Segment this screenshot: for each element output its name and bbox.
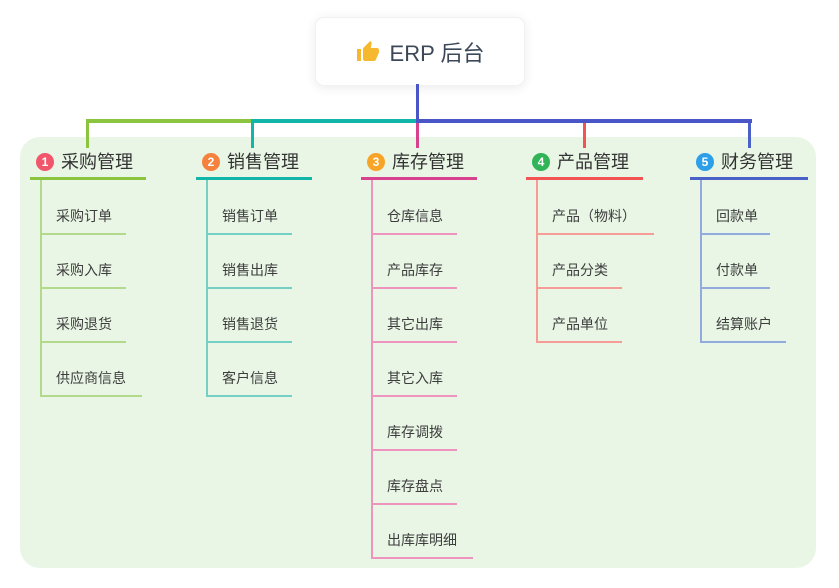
child-underline <box>700 341 786 343</box>
child-underline <box>371 395 457 397</box>
child-node-label[interactable]: 付款单 <box>716 262 758 278</box>
child-underline <box>700 287 770 289</box>
branch-drop-connector <box>251 119 254 148</box>
branch-drop-connector <box>416 119 419 148</box>
child-underline <box>206 341 292 343</box>
child-underline <box>371 449 457 451</box>
branch-title-underline <box>196 177 312 180</box>
branch-drop-connector <box>748 119 751 148</box>
child-underline <box>206 233 292 235</box>
child-node-label[interactable]: 仓库信息 <box>387 208 443 224</box>
child-underline <box>536 233 654 235</box>
child-underline <box>371 341 457 343</box>
child-underline <box>536 287 622 289</box>
child-underline <box>206 287 292 289</box>
child-underline <box>371 287 457 289</box>
branch-children-connector <box>700 180 702 343</box>
branch-number-badge: 3 <box>367 153 385 171</box>
child-node-label[interactable]: 销售订单 <box>222 208 278 224</box>
root-node[interactable]: ERP 后台 <box>315 17 525 86</box>
child-node-label[interactable]: 采购订单 <box>56 208 112 224</box>
bus-connector-segment <box>86 119 255 123</box>
thumbs-up-icon <box>356 40 380 64</box>
branch-title-underline <box>361 177 477 180</box>
child-node-label[interactable]: 库存盘点 <box>387 478 443 494</box>
child-node-label[interactable]: 其它入库 <box>387 370 443 386</box>
branch-drop-connector <box>583 119 586 148</box>
branch-title[interactable]: 采购管理 <box>61 152 133 172</box>
child-node-label[interactable]: 产品库存 <box>387 262 443 278</box>
branch-children-connector <box>536 180 538 343</box>
branch-drop-connector <box>86 119 89 148</box>
branch-number-badge: 2 <box>202 153 220 171</box>
child-underline <box>700 233 770 235</box>
child-node-label[interactable]: 结算账户 <box>716 316 772 332</box>
root-trunk-connector <box>416 84 419 123</box>
child-node-label[interactable]: 出库库明细 <box>387 532 457 548</box>
child-underline <box>371 557 473 559</box>
child-node-label[interactable]: 采购退货 <box>56 316 112 332</box>
child-node-label[interactable]: 销售退货 <box>222 316 278 332</box>
branch-title-underline <box>690 177 808 180</box>
bus-connector-segment <box>251 119 420 123</box>
child-underline <box>40 341 126 343</box>
child-underline <box>40 233 126 235</box>
child-node-label[interactable]: 产品（物料） <box>552 208 636 224</box>
child-node-label[interactable]: 客户信息 <box>222 370 278 386</box>
child-node-label[interactable]: 产品单位 <box>552 316 608 332</box>
branch-title[interactable]: 财务管理 <box>721 152 793 172</box>
child-underline <box>371 503 457 505</box>
branches-panel <box>20 137 816 568</box>
root-node-label: ERP 后台 <box>389 40 485 66</box>
child-node-label[interactable]: 供应商信息 <box>56 370 126 386</box>
child-node-label[interactable]: 采购入库 <box>56 262 112 278</box>
child-underline <box>371 233 457 235</box>
child-node-label[interactable]: 库存调拨 <box>387 424 443 440</box>
branch-title-underline <box>526 177 643 180</box>
child-underline <box>40 287 126 289</box>
child-underline <box>536 341 622 343</box>
branch-number-badge: 5 <box>696 153 714 171</box>
bus-connector-segment <box>416 119 752 123</box>
branch-number-badge: 1 <box>36 153 54 171</box>
child-node-label[interactable]: 其它出库 <box>387 316 443 332</box>
child-underline <box>40 395 142 397</box>
child-node-label[interactable]: 产品分类 <box>552 262 608 278</box>
child-underline <box>206 395 292 397</box>
branch-number-badge: 4 <box>532 153 550 171</box>
branch-title[interactable]: 产品管理 <box>557 152 629 172</box>
branch-title[interactable]: 销售管理 <box>227 152 299 172</box>
branch-children-connector <box>371 180 373 559</box>
child-node-label[interactable]: 销售出库 <box>222 262 278 278</box>
child-node-label[interactable]: 回款单 <box>716 208 758 224</box>
branch-title-underline <box>30 177 146 180</box>
branch-title[interactable]: 库存管理 <box>392 152 464 172</box>
